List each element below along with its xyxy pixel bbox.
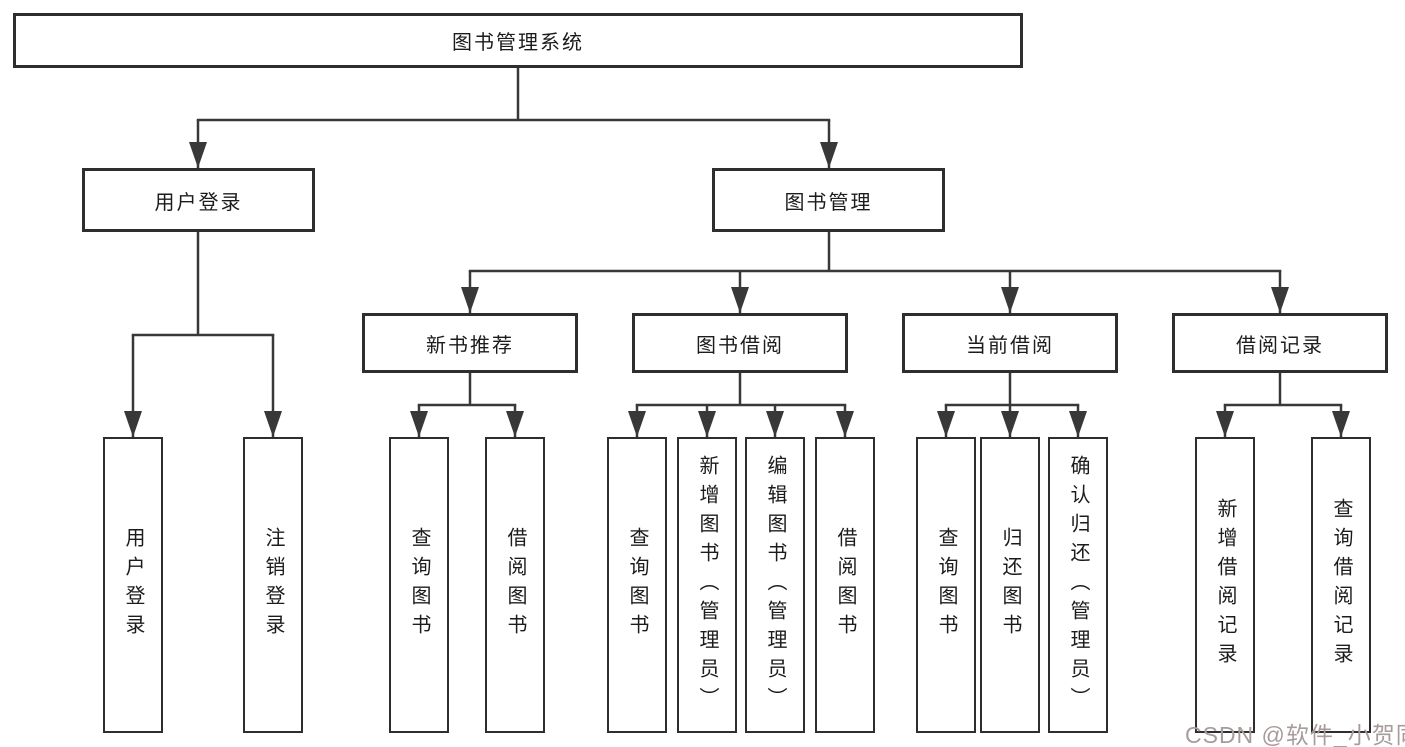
- node-root: 图书管理系统: [13, 13, 1023, 68]
- leaf-bb-add-book-admin: 新增图书（管理员）: [677, 437, 737, 733]
- node-user-login: 用户登录: [82, 168, 315, 232]
- leaf-br-add-record: 新增借阅记录: [1195, 437, 1255, 733]
- leaf-user-login: 用户登录: [103, 437, 163, 733]
- leaf-label: 新增借阅记录: [1214, 498, 1236, 672]
- leaf-nbr-query-book: 查询图书: [389, 437, 449, 733]
- node-current-borrow: 当前借阅: [902, 313, 1118, 373]
- leaf-label: 借阅图书: [504, 527, 526, 643]
- leaf-label: 借阅图书: [834, 527, 856, 643]
- node-new-book-recommend: 新书推荐: [362, 313, 578, 373]
- leaf-label: 确认归还（管理员）: [1067, 454, 1089, 716]
- leaf-label: 用户登录: [122, 527, 144, 643]
- csdn-watermark: CSDN @软件_小贺同学: [1185, 722, 1405, 747]
- leaf-bb-edit-book-admin: 编辑图书（管理员）: [745, 437, 805, 733]
- leaf-label: 注销登录: [262, 527, 284, 643]
- leaf-label: 归还图书: [999, 527, 1021, 643]
- node-borrow-records: 借阅记录: [1172, 313, 1388, 373]
- leaf-label: 查询图书: [408, 527, 430, 643]
- node-book-management: 图书管理: [712, 168, 945, 232]
- leaf-label: 查询图书: [626, 527, 648, 643]
- leaf-bb-query-book: 查询图书: [607, 437, 667, 733]
- leaf-cb-confirm-return-admin: 确认归还（管理员）: [1048, 437, 1108, 733]
- node-book-borrow: 图书借阅: [632, 313, 848, 373]
- leaf-nbr-borrow-book: 借阅图书: [485, 437, 545, 733]
- leaf-label: 新增图书（管理员）: [696, 454, 718, 716]
- leaf-logout: 注销登录: [243, 437, 303, 733]
- leaf-label: 编辑图书（管理员）: [764, 454, 786, 716]
- arrowheads: [124, 142, 1350, 437]
- leaf-label: 查询借阅记录: [1330, 498, 1352, 672]
- leaf-label: 查询图书: [935, 527, 957, 643]
- leaf-cb-return-book: 归还图书: [980, 437, 1040, 733]
- leaf-br-query-record: 查询借阅记录: [1311, 437, 1371, 733]
- leaf-cb-query-book: 查询图书: [916, 437, 976, 733]
- leaf-bb-borrow-book: 借阅图书: [815, 437, 875, 733]
